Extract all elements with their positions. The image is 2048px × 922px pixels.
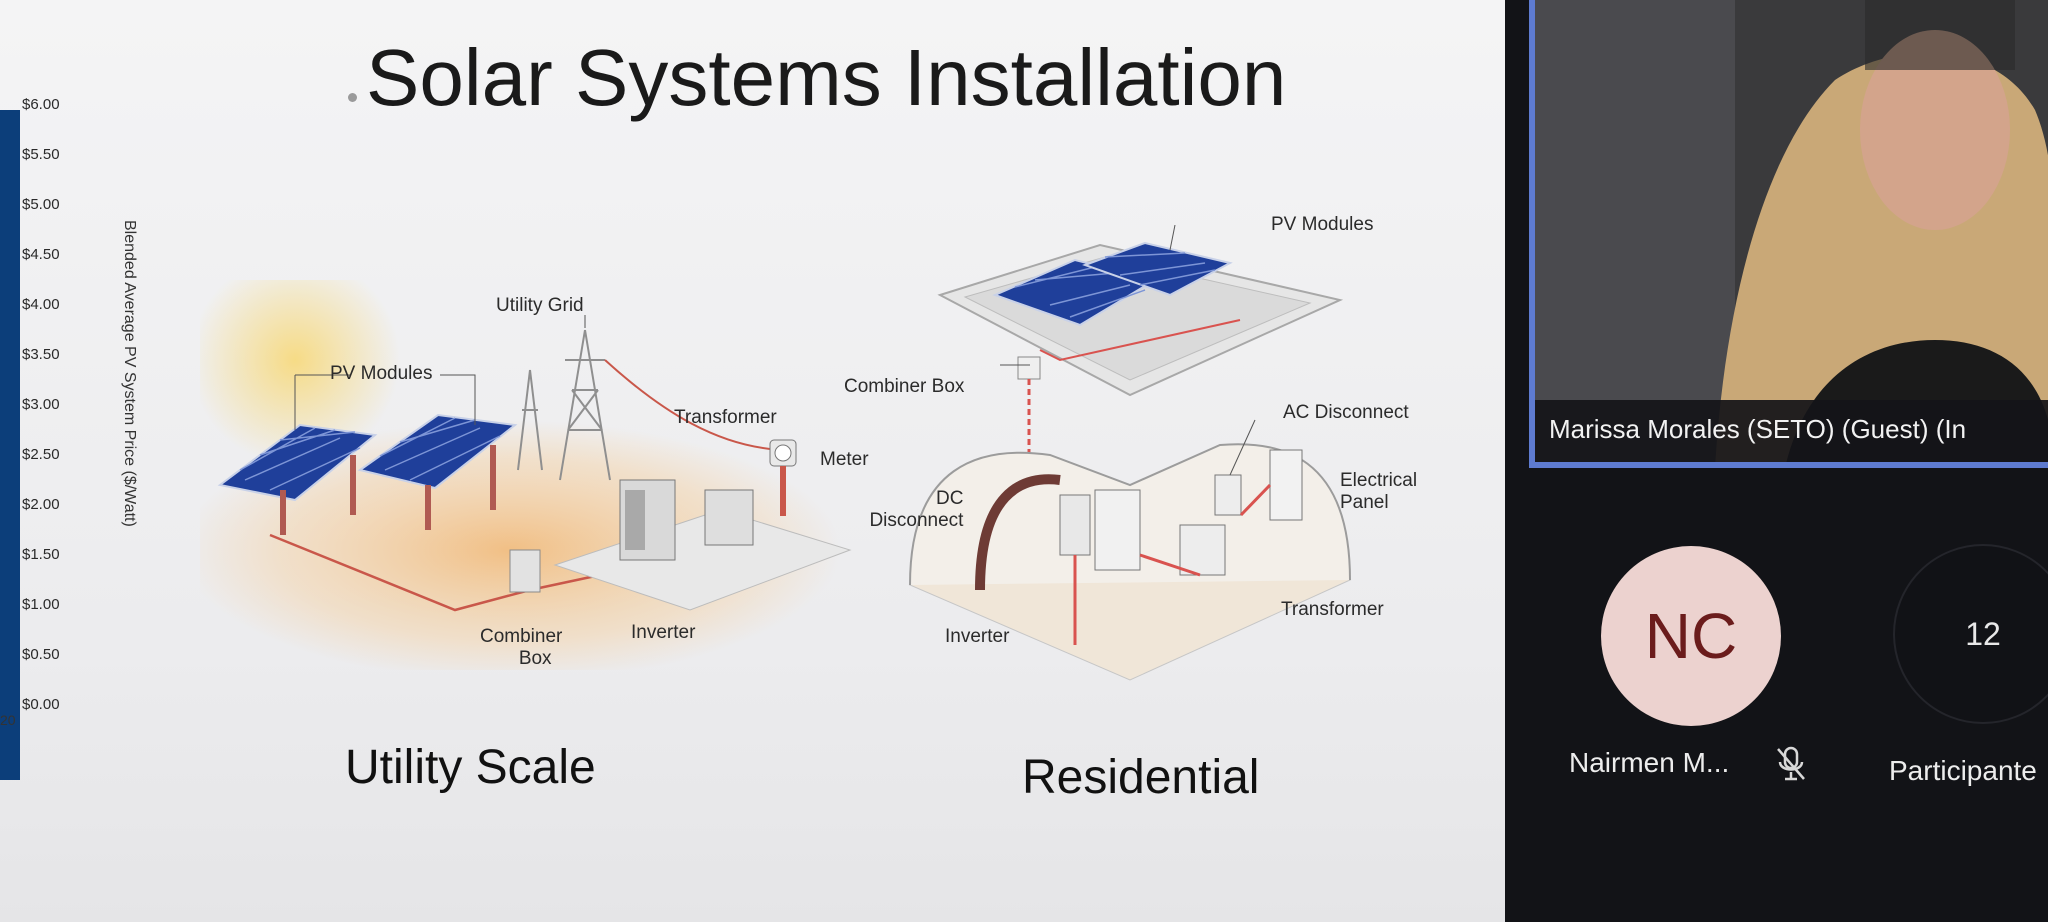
y-tick-label: $0.50 (22, 646, 60, 663)
electrical-panel-shape (1269, 449, 1303, 521)
label-leaders (294, 315, 586, 430)
label-meter: Meter (820, 449, 869, 470)
combiner-box-shape (509, 549, 541, 593)
label-transformer-utility: Transformer (674, 407, 777, 428)
x-tick-partial: 20 (0, 712, 16, 728)
speaker-video-image (1535, 0, 2048, 462)
label-utility-grid: Utility Grid (496, 295, 584, 316)
ac-disconnect-shape (1214, 474, 1242, 516)
label-panel-line1: Electrical (1340, 470, 1418, 491)
y-tick-label: $2.00 (22, 496, 60, 513)
label-combiner-line2: Box (518, 647, 552, 669)
y-tick-label: $6.00 (22, 96, 60, 113)
mic-off-icon (1777, 746, 1805, 781)
participants-count: 12 (1965, 616, 2001, 652)
label-transformer-residential: Transformer (1281, 599, 1384, 620)
avatar-initials: NC (1644, 600, 1738, 672)
label-inverter-residential: Inverter (945, 626, 1010, 647)
heading-utility-scale: Utility Scale (345, 741, 596, 794)
participant-avatar[interactable]: NC (1601, 546, 1781, 726)
meeting-side-panel: Marissa Morales (SETO) (Guest) (In NC Na… (1505, 0, 2048, 922)
chart-bar-partial (0, 110, 20, 780)
sun-glow (200, 280, 400, 465)
y-tick-label: $3.00 (22, 396, 60, 413)
label-combiner-box-residential: Combiner Box (844, 376, 965, 397)
y-tick-label: $4.00 (22, 296, 60, 313)
power-line (604, 359, 791, 451)
label-pv-modules-residential: PV Modules (1271, 214, 1374, 235)
participants-label: Participante (1889, 755, 2037, 786)
speaker-name-tag: Marissa Morales (SETO) (Guest) (In (1535, 400, 2048, 462)
label-electrical-panel: Electrical Panel (1340, 470, 1417, 514)
transmission-tower (517, 329, 611, 481)
transformer-shape (704, 489, 754, 546)
label-panel-line2: Panel (1340, 491, 1389, 513)
y-tick-label: $5.50 (22, 146, 60, 163)
residential-illustration (908, 225, 1352, 681)
heading-residential: Residential (1022, 751, 1260, 804)
ground-glow (200, 420, 840, 670)
label-dc-disconnect: DC Disconnect (864, 488, 963, 532)
partial-price-chart: $6.00 $5.50 $5.00 $4.50 $4.00 $3.50 $3.0… (0, 80, 140, 780)
roof-solar-panels (992, 241, 1233, 327)
utility-scale-illustration (200, 280, 852, 670)
slide-title: Solar Systems Installation (366, 33, 1287, 122)
y-tick-label: $1.00 (22, 596, 60, 613)
label-pv-modules-utility: PV Modules (330, 363, 433, 384)
dc-disconnect-shape (1059, 494, 1091, 556)
label-combiner-box-utility: Combiner Box (480, 626, 562, 670)
y-tick-label: $4.50 (22, 246, 60, 263)
y-tick-label: $1.50 (22, 546, 60, 563)
combiner-box-roof (1017, 356, 1041, 380)
solar-panel-array (217, 413, 518, 535)
label-leaders-res (1000, 225, 1256, 476)
transformer-residential-shape (1179, 524, 1226, 576)
y-tick-label: $3.50 (22, 346, 60, 363)
y-axis-title: Blended Average PV System Price ($/Watt) (121, 220, 138, 527)
label-dc-line1: DC (936, 488, 964, 509)
bullet-dot (348, 93, 357, 102)
label-combiner-line1: Combiner (480, 626, 563, 647)
label-inverter-utility: Inverter (631, 622, 696, 643)
participant-name: Nairmen M... (1569, 747, 1730, 778)
y-tick-label: $0.00 (22, 696, 60, 713)
roof-wiring (1039, 319, 1241, 362)
speaker-name: Marissa Morales (SETO) (Guest) (In (1549, 414, 1967, 444)
label-ac-disconnect: AC Disconnect (1283, 402, 1409, 423)
y-tick-label: $5.00 (22, 196, 60, 213)
inverter-residential-shape (1094, 489, 1141, 571)
y-tick-label: $2.50 (22, 446, 60, 463)
label-dc-line2: Disconnect (869, 509, 964, 531)
speaker-video-tile[interactable]: Marissa Morales (SETO) (Guest) (In (1529, 0, 2048, 468)
participants-count-circle[interactable]: 12 (1893, 544, 2048, 724)
presentation-slide: Solar Systems Installation $6.00 $5.50 $… (0, 0, 1515, 922)
